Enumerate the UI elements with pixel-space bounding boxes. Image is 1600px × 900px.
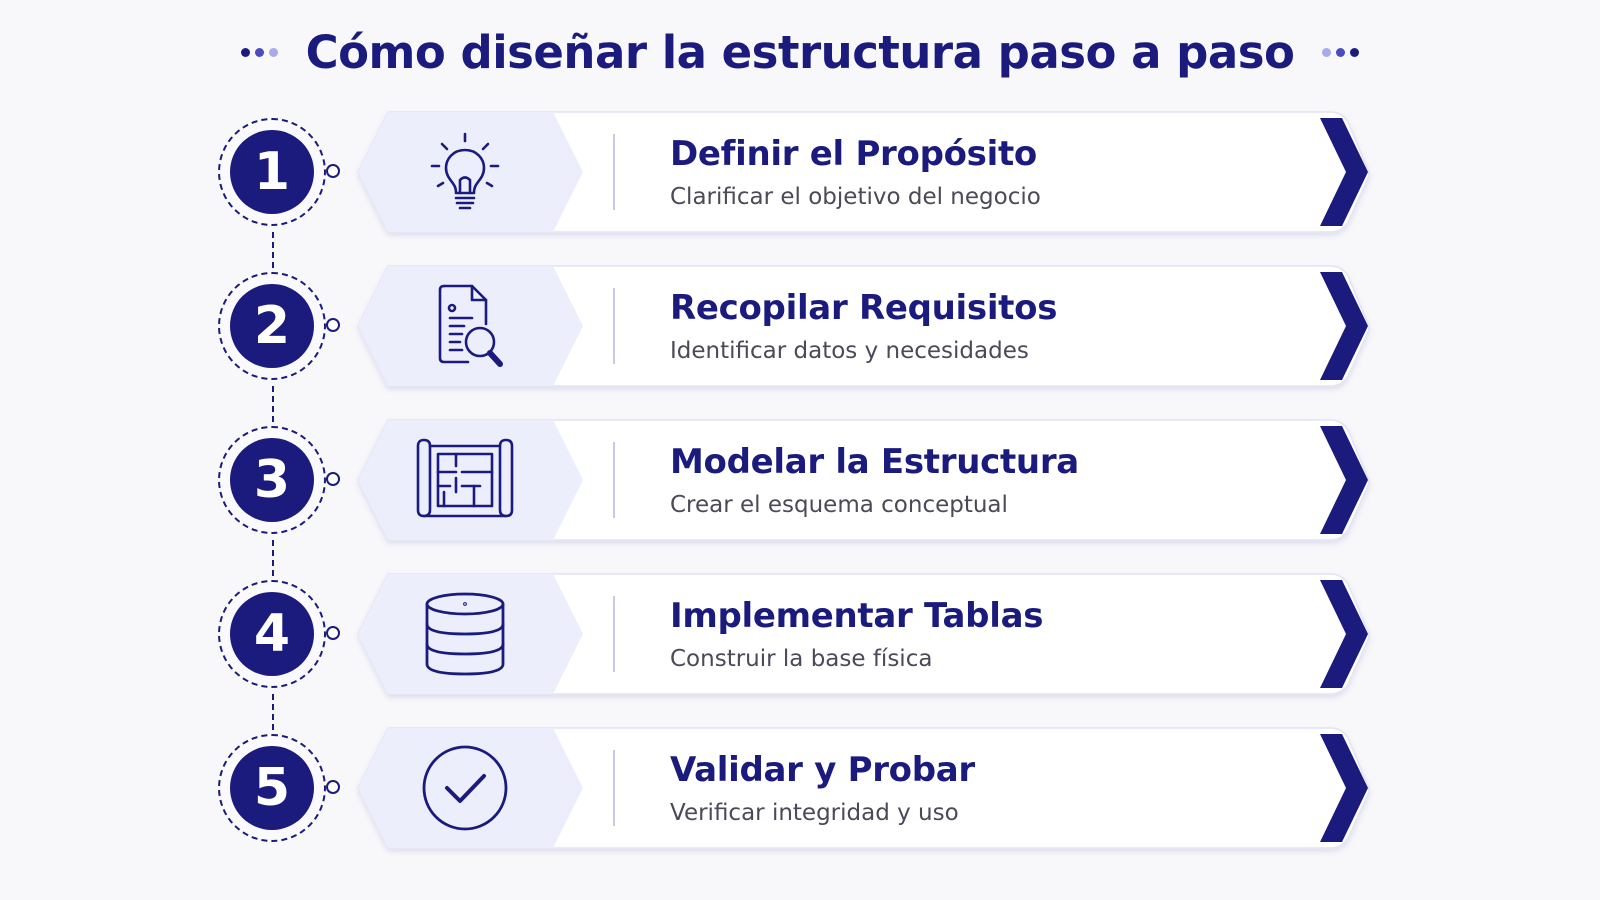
step-subtitle: Verificar integridad y uso [670, 800, 959, 826]
blueprint-icon [416, 436, 514, 524]
step-card[interactable]: Definir el Propósito Clarificar el objet… [357, 111, 1398, 233]
step-card[interactable]: Modelar la Estructura Crear el esquema c… [357, 419, 1398, 541]
right-dots-ornament [1322, 47, 1360, 57]
step-title: Modelar la Estructura [670, 442, 1079, 482]
step-number-badge: 5 [230, 746, 314, 830]
connector-4-5 [272, 694, 274, 730]
step-node [326, 164, 340, 178]
check-circle-icon [420, 744, 510, 832]
database-icon [420, 590, 510, 678]
step-4[interactable]: 4 [0, 573, 1600, 698]
page-title: Cómo diseñar la estructura paso a paso [305, 25, 1295, 79]
step-card[interactable]: Recopilar Requisitos Identificar datos y… [357, 265, 1398, 387]
step-node [326, 318, 340, 332]
document-search-icon [420, 282, 510, 370]
lightbulb-icon [420, 128, 510, 216]
step-title: Validar y Probar [670, 750, 975, 790]
step-node [326, 626, 340, 640]
step-subtitle: Clarificar el objetivo del negocio [670, 184, 1041, 210]
connector-1-2 [272, 232, 274, 268]
step-title: Implementar Tablas [670, 596, 1044, 636]
step-1[interactable]: 1 [0, 111, 1600, 236]
connector-2-3 [272, 386, 274, 422]
step-subtitle: Crear el esquema conceptual [670, 492, 1008, 518]
step-5[interactable]: 5 Validar y Probar Ve [0, 727, 1600, 852]
step-card[interactable]: Implementar Tablas Construir la base fís… [357, 573, 1398, 695]
step-number-badge: 3 [230, 438, 314, 522]
step-subtitle: Identificar datos y necesidades [670, 338, 1029, 364]
step-subtitle: Construir la base física [670, 646, 933, 672]
step-node [326, 472, 340, 486]
step-3[interactable]: 3 [0, 419, 1600, 544]
step-number-badge: 2 [230, 284, 314, 368]
step-2[interactable]: 2 [0, 265, 1600, 390]
step-card-shape [357, 111, 1370, 233]
step-card[interactable]: Validar y Probar Verificar integridad y … [357, 727, 1398, 849]
connector-3-4 [272, 540, 274, 576]
step-card-shape [357, 419, 1370, 541]
step-node [326, 780, 340, 794]
step-title: Definir el Propósito [670, 134, 1037, 174]
left-dots-ornament [240, 47, 278, 57]
step-title: Recopilar Requisitos [670, 288, 1058, 328]
header: Cómo diseñar la estructura paso a paso [0, 22, 1600, 82]
step-card-shape [357, 265, 1370, 387]
step-number-badge: 4 [230, 592, 314, 676]
step-number-badge: 1 [230, 130, 314, 214]
